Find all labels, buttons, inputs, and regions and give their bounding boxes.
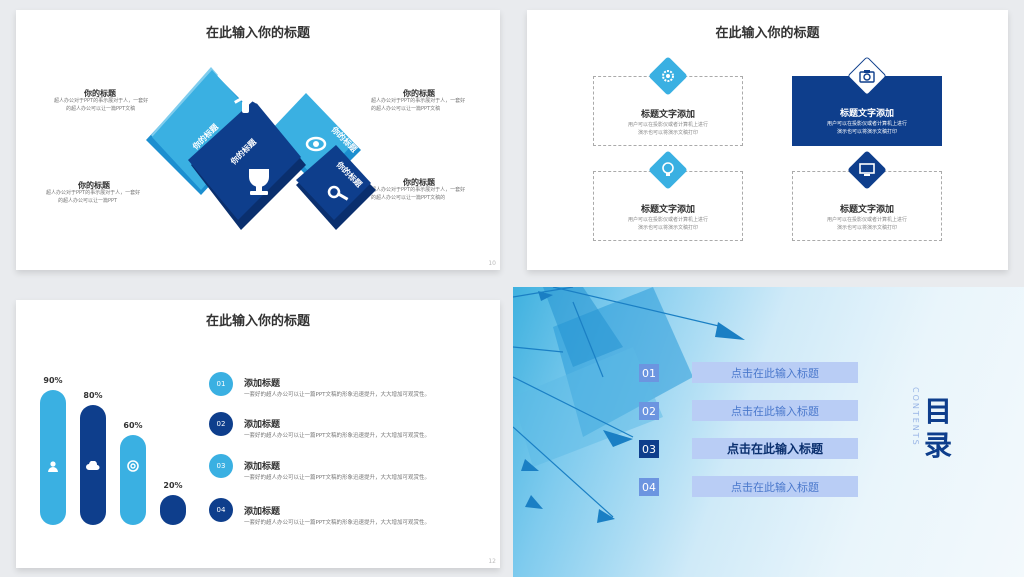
bar: [40, 390, 66, 525]
slide-2[interactable]: 在此输入你的标题 标题文字添加 用户可以在投影仪或者计算机上进行 演示也可以将演…: [527, 10, 1008, 270]
feature-title: 标题文字添加: [839, 205, 894, 215]
item-desc: 一套好的超人办公可以让一篇PPT文稿的形象迅速提升，大大增加可观赏性。: [244, 520, 430, 526]
arrow-decoration: [513, 287, 745, 523]
feature-desc-line: 演示也可以将演示文稿打印: [637, 225, 698, 231]
item-desc: 一套好的超人办公可以让一篇PPT文稿的形象迅速提升，大大增加可观赏性。: [244, 433, 430, 439]
contents-number: 04: [639, 478, 659, 496]
label-desc-line: 的超人办公可以让一篇PPT: [58, 198, 118, 204]
gear-icon: [160, 470, 186, 486]
feature-title: 标题文字添加: [640, 110, 695, 120]
gear-icon: [654, 62, 682, 90]
lifebuoy-icon: [120, 458, 146, 474]
label-desc-line: 超人办公对于PPT的事示展对于人，一套好: [371, 98, 466, 104]
label-title: 你的标题: [84, 89, 116, 98]
contents-item[interactable]: 点击在此输入标题: [692, 476, 858, 497]
feature-desc: 用户可以在投影仪或者计算机上进行 演示也可以将演示文稿打印: [614, 216, 722, 232]
slide-1[interactable]: 在此输入你的标题 你的标题 超人办公对于PPT的事示展对于人，一套好 的超人办公…: [16, 10, 500, 270]
feature-title: 标题文字添加: [640, 205, 695, 215]
item-desc: 一套好的超人办公可以让一篇PPT文稿的形象迅速提升，大大增加可观赏性。: [244, 392, 430, 398]
item-number: 01: [209, 372, 233, 396]
item-number: 04: [209, 498, 233, 522]
slide-title: 在此输入你的标题: [715, 26, 820, 41]
user-icon: [40, 458, 66, 474]
label-desc-line: 超人办公对于PPT的事示展对于人，一套好: [371, 187, 466, 193]
item-number: 03: [209, 454, 233, 478]
heading-line: 目: [924, 395, 953, 428]
lightbulb-icon: [654, 156, 682, 184]
label-title: 你的标题: [78, 181, 110, 190]
label-title: 你的标题: [403, 178, 435, 187]
contents-item[interactable]: 点击在此输入标题: [692, 362, 858, 383]
contents-word: CONTENTS: [911, 387, 920, 447]
label-desc: 超人办公对于PPT的事示展对于人，一套好 的超人办公可以让一篇PPT文稿的: [371, 186, 465, 202]
label-desc: 超人办公对于PPT的事示展对于人，一套好 的超人办公可以让一篇PPT文稿: [371, 97, 465, 113]
contents-item[interactable]: 点击在此输入标题: [692, 400, 858, 421]
bar-value-label: 80%: [83, 391, 103, 400]
feature-desc: 用户可以在投影仪或者计算机上进行 演示也可以将演示文稿打印: [812, 120, 922, 136]
item-title: 添加标题: [244, 420, 281, 430]
label-desc-line: 的超人办公可以让一篇PPT文稿: [371, 106, 441, 112]
slide-title: 在此输入你的标题: [205, 26, 310, 41]
item-desc: 一套好的超人办公可以让一篇PPT文稿的形象迅速提升，大大增加可观赏性。: [244, 475, 430, 481]
page-number: 12: [488, 558, 496, 565]
label-desc-line: 超人办公对于PPT的事示展对于人，一套好: [46, 190, 141, 196]
contents-heading: 目 录: [924, 395, 952, 463]
label-title: 你的标题: [403, 89, 435, 98]
feature-desc-line: 用户可以在投影仪或者计算机上进行: [826, 217, 907, 223]
feature-desc-line: 用户可以在投影仪或者计算机上进行: [627, 217, 708, 223]
bar: [160, 495, 186, 525]
label-desc-line: 超人办公对于PPT的事示展对于人，一套好: [54, 98, 149, 104]
camera-icon: [853, 62, 881, 90]
item-title: 添加标题: [244, 462, 281, 472]
item-title: 添加标题: [244, 507, 281, 517]
feature-desc: 用户可以在投影仪或者计算机上进行 演示也可以将演示文稿打印: [813, 216, 921, 232]
item-number: 02: [209, 412, 233, 436]
slide-3[interactable]: 在此输入你的标题 90% 80% 60% 20% 01 添加标题 一套好的超人办公可以…: [16, 300, 500, 568]
feature-desc: 用户可以在投影仪或者计算机上进行 演示也可以将演示文稿打印: [614, 121, 722, 137]
monitor-icon: [853, 156, 881, 184]
feature-desc-line: 用户可以在投影仪或者计算机上进行: [826, 121, 907, 127]
bar-value-label: 20%: [163, 481, 183, 490]
label-desc: 超人办公对于PPT的事示展对于人，一套好 的超人办公可以让一篇PPT: [46, 189, 140, 205]
contents-number: 02: [639, 402, 659, 420]
contents-item[interactable]: 点击在此输入标题: [692, 438, 858, 459]
contents-number: 03: [639, 440, 659, 458]
contents-number: 01: [639, 364, 659, 382]
label-desc-line: 的超人办公可以让一篇PPT文稿的: [371, 195, 446, 201]
item-title: 添加标题: [244, 379, 281, 389]
feature-desc-line: 用户可以在投影仪或者计算机上进行: [627, 122, 708, 128]
slide-4[interactable]: 01 点击在此输入标题 02 点击在此输入标题 03 点击在此输入标题 04 点…: [513, 287, 1024, 577]
bar: [120, 435, 146, 525]
slide-title: 在此输入你的标题: [205, 314, 310, 329]
feature-desc-line: 演示也可以将演示文稿打印: [637, 130, 698, 136]
feature-title: 标题文字添加: [839, 109, 894, 119]
bar-value-label: 90%: [43, 376, 63, 385]
label-desc-line: 的超人办公可以让一篇PPT文稿: [66, 106, 136, 112]
feature-desc-line: 演示也可以将演示文稿打印: [836, 225, 897, 231]
bar-value-label: 60%: [123, 421, 143, 430]
feature-desc-line: 演示也可以将演示文稿打印: [836, 129, 897, 135]
heading-line: 录: [924, 429, 953, 462]
cube-cluster: 你的标题 你的标题 你的标题 你的标题: [146, 67, 376, 230]
page-number: 10: [488, 260, 496, 267]
label-desc: 超人办公对于PPT的事示展对于人，一套好 的超人办公可以让一篇PPT文稿: [54, 97, 148, 113]
cloud-icon: [80, 458, 106, 474]
